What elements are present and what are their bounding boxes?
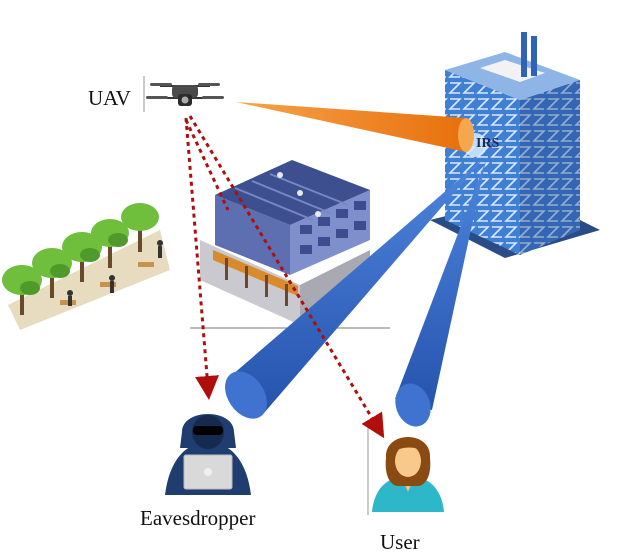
eavesdropper-icon bbox=[165, 414, 251, 495]
eavesdropper-label: Eavesdropper bbox=[140, 506, 256, 530]
park-trees-icon bbox=[2, 203, 170, 330]
uav-to-irs-link bbox=[184, 119, 230, 211]
uav-icon bbox=[146, 83, 224, 106]
user-label: User bbox=[380, 530, 420, 554]
uav-to-irs-beam bbox=[236, 102, 474, 152]
irs-label: IRS bbox=[476, 136, 500, 151]
uav-label: UAV bbox=[88, 86, 131, 110]
irs-to-user-beam bbox=[395, 160, 486, 427]
irs-to-eavesdropper-beam bbox=[225, 158, 484, 419]
uav-to-eavesdropper-link bbox=[184, 117, 219, 400]
user-icon bbox=[372, 437, 444, 512]
